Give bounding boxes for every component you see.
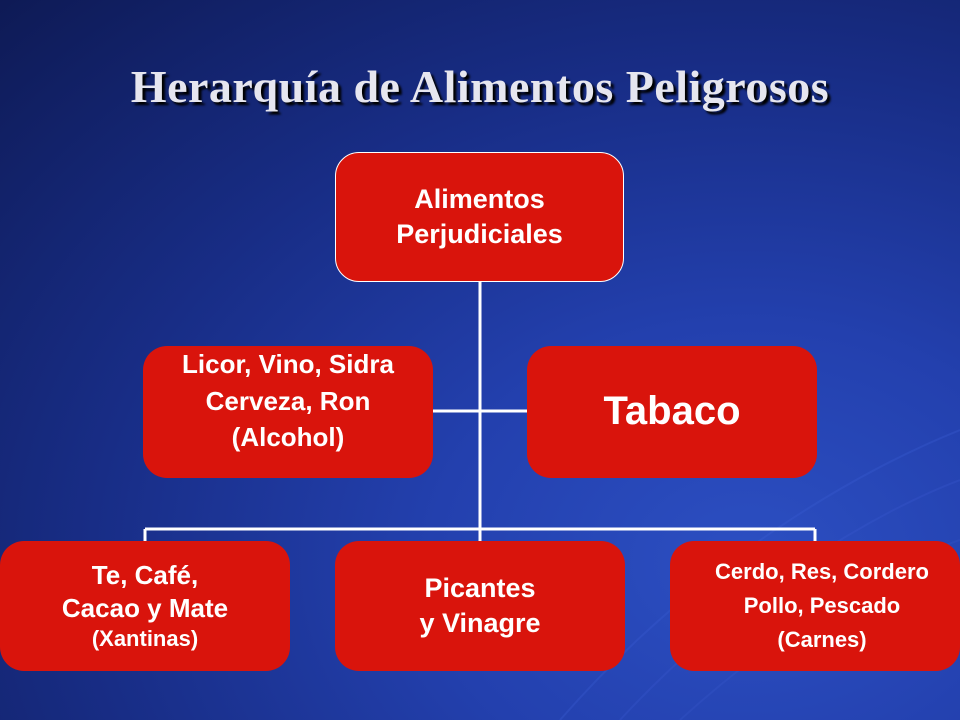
node-xantinas: Te, Café, Cacao y Mate (Xantinas): [0, 541, 290, 671]
node-tabaco: Tabaco: [527, 346, 817, 478]
node-label-line: Tabaco: [603, 389, 741, 434]
node-label-line: Picantes: [424, 573, 536, 604]
page-title: Herarquía de Alimentos Peligrosos: [130, 61, 830, 112]
node-label-line: Alimentos: [414, 184, 545, 215]
node-label-line: (Alcohol): [231, 422, 345, 453]
node-label-line: (Carnes): [777, 627, 867, 653]
node-label-line: Licor, Vino, Sidra: [182, 349, 394, 380]
node-picantes: Picantes y Vinagre: [335, 541, 625, 671]
node-label-line: Cacao y Mate: [61, 592, 229, 623]
node-alimentos-perjudiciales: Alimentos Perjudiciales: [335, 152, 624, 282]
node-label-line: Pollo, Pescado: [743, 592, 901, 618]
node-label-line: Perjudiciales: [396, 219, 563, 249]
node-label-line: Cerdo, Res, Cordero: [715, 558, 929, 584]
node-label-line: (Xantinas): [91, 626, 199, 652]
node-label-line: Cerveza, Ron: [205, 385, 371, 416]
node-carnes: Cerdo, Res, Cordero Pollo, Pescado (Carn…: [670, 541, 960, 671]
node-alcohol: Licor, Vino, Sidra Cerveza, Ron (Alcohol…: [143, 346, 433, 478]
node-label-line: Te, Café,: [91, 559, 199, 590]
node-label-line: y Vinagre: [419, 608, 541, 638]
